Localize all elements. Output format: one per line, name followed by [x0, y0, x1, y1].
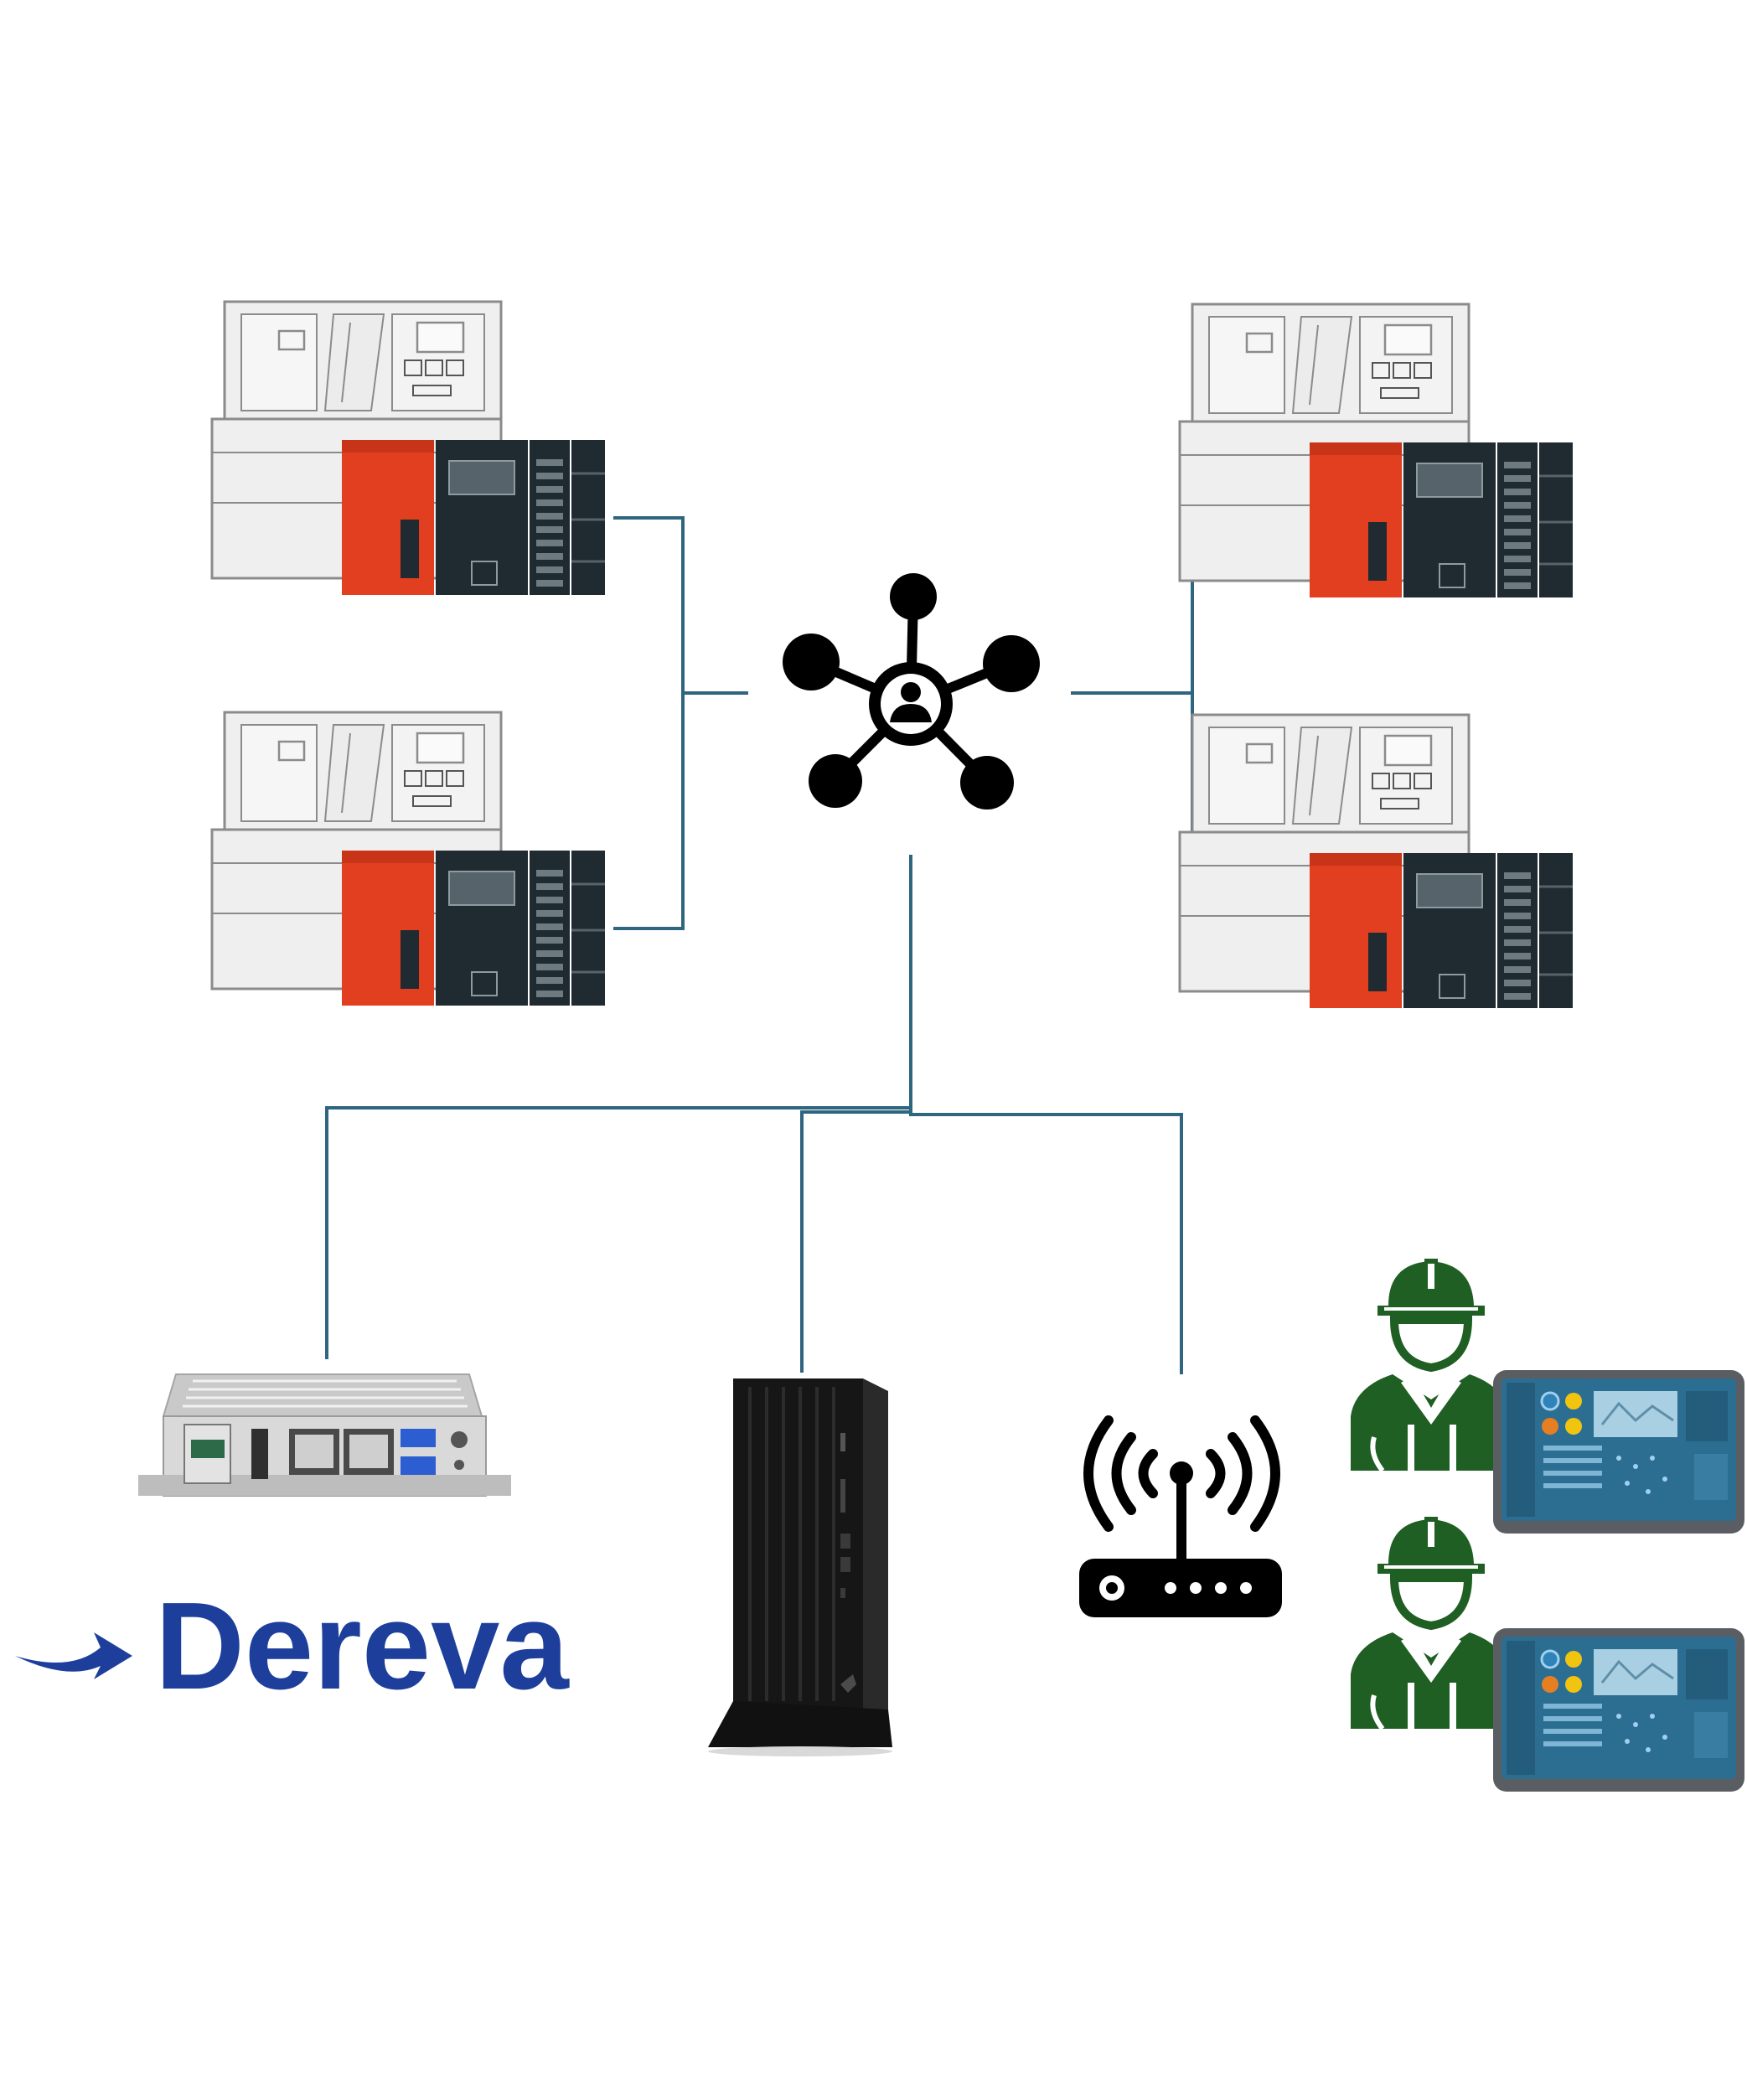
dereva-logo: Dereva — [15, 1577, 570, 1715]
link-left-top — [613, 516, 685, 930]
worker-icon — [1351, 1259, 1744, 1534]
link-pc — [800, 1110, 911, 1373]
network-hub-icon — [783, 573, 1040, 809]
wifi-router-icon — [1079, 1415, 1282, 1617]
worker-icon — [1351, 1517, 1744, 1792]
cnc-machine-icon — [1178, 713, 1574, 1010]
cnc-machine-icon — [1178, 303, 1574, 599]
tower-pc-icon — [708, 1378, 892, 1756]
cnc-machine-icon — [210, 711, 607, 1007]
cnc-machine-icon — [210, 300, 607, 597]
edge-gateway-icon — [138, 1373, 511, 1497]
arrow-icon — [15, 1632, 132, 1679]
link-bus — [325, 1106, 1183, 1374]
brand-name: Dereva — [155, 1577, 570, 1715]
